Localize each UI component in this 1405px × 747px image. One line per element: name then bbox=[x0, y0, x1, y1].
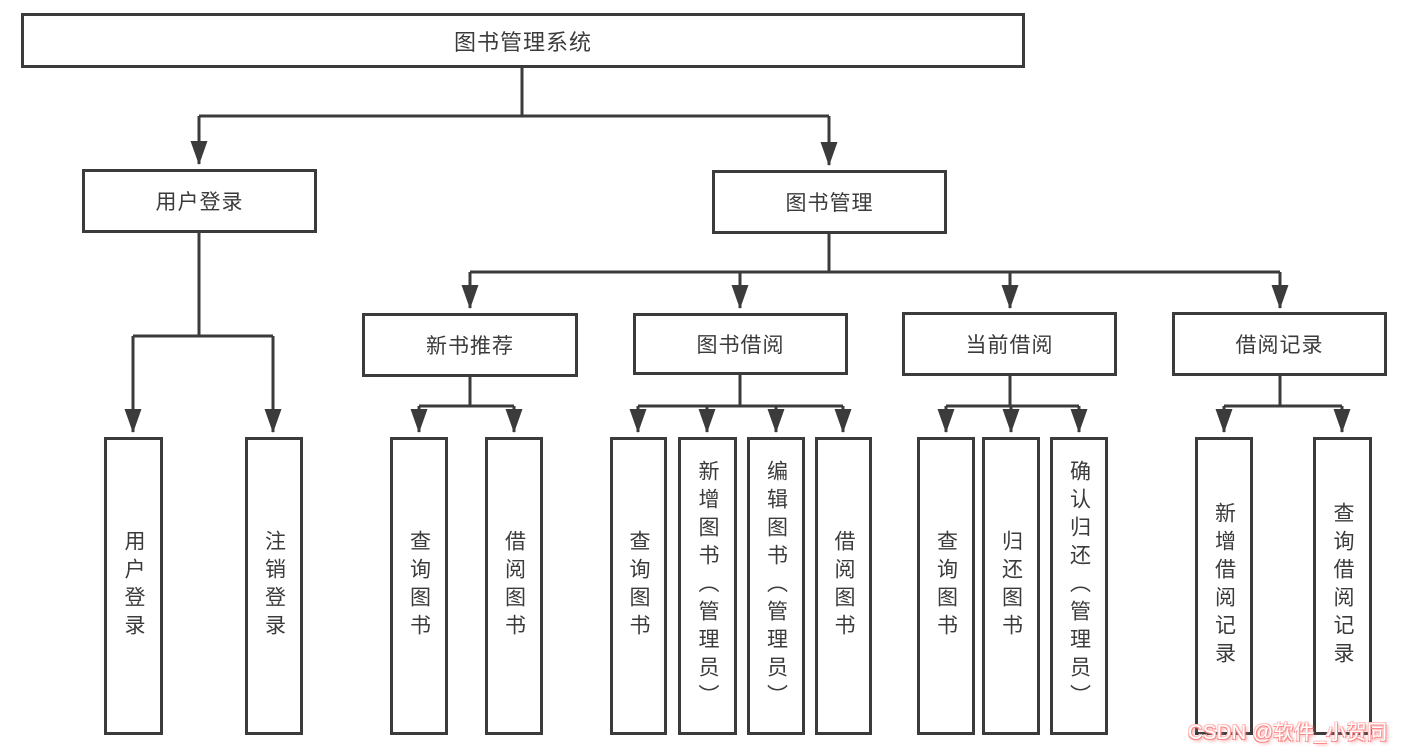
leaf-return-book: 归还图书 bbox=[982, 437, 1040, 735]
node-new-book-recommend: 新书推荐 bbox=[362, 313, 578, 377]
leaf-user-login: 用户登录 bbox=[104, 437, 163, 735]
leaf-logout: 注销登录 bbox=[245, 437, 303, 735]
leaf-query-borrow-record: 查询借阅记录 bbox=[1313, 437, 1372, 735]
leaf-edit-book-admin: 编辑图书（管理员） bbox=[747, 437, 805, 735]
leaf-query-book-borrow: 查询图书 bbox=[610, 437, 667, 735]
node-root: 图书管理系统 bbox=[21, 13, 1025, 68]
leaf-borrow-book: 借阅图书 bbox=[815, 437, 872, 735]
node-current-borrow: 当前借阅 bbox=[902, 312, 1117, 376]
leaf-add-borrow-record: 新增借阅记录 bbox=[1195, 437, 1253, 735]
node-book-management: 图书管理 bbox=[712, 170, 947, 234]
leaf-add-book-admin: 新增图书（管理员） bbox=[678, 437, 737, 735]
node-book-borrow: 图书借阅 bbox=[633, 313, 848, 375]
leaf-query-book-current: 查询图书 bbox=[917, 437, 975, 735]
leaf-query-book-recommend: 查询图书 bbox=[390, 437, 448, 735]
node-borrow-record: 借阅记录 bbox=[1172, 312, 1387, 376]
leaf-borrow-book-recommend: 借阅图书 bbox=[485, 437, 543, 735]
csdn-watermark: CSDN @软件_小贺同学 bbox=[1188, 722, 1388, 744]
node-user-login: 用户登录 bbox=[82, 169, 317, 233]
leaf-confirm-return-admin: 确认归还（管理员） bbox=[1050, 437, 1108, 735]
